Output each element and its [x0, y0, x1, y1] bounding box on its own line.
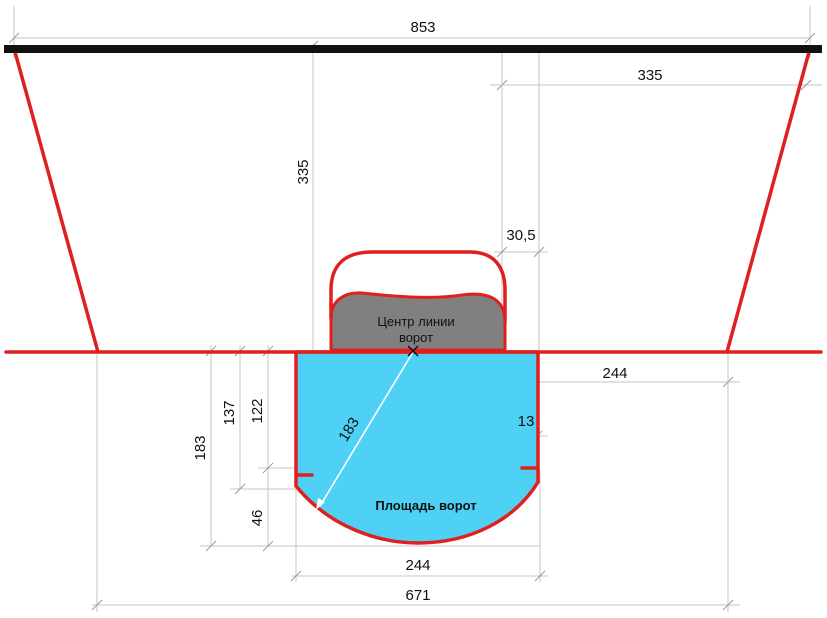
dim-335-right-label: 335	[637, 67, 662, 84]
dim-122-label: 122	[249, 398, 266, 423]
dim-853-label: 853	[410, 19, 435, 36]
left-side-line	[13, 50, 100, 354]
dim-244-right-label: 244	[602, 365, 627, 382]
dim-244-bottom-label: 244	[405, 557, 430, 574]
goal-net	[329, 291, 507, 352]
radius-arrow	[316, 351, 414, 510]
dim-30-5-label: 30,5	[506, 227, 535, 244]
goal-center-label-line2: ворот	[399, 330, 433, 345]
goal-center-mark	[407, 345, 419, 357]
dim-335-vertical-label: 335	[295, 159, 312, 184]
goal-crease	[294, 350, 540, 545]
goal-frame	[329, 250, 507, 324]
right-side-line	[725, 50, 811, 354]
dim-137-label: 137	[221, 400, 238, 425]
dimension-lines	[8, 6, 822, 612]
dim-13-label: 13	[518, 413, 535, 430]
dim-183-depth-label: 183	[192, 435, 209, 460]
goal-crease-label: Площадь ворот	[375, 498, 476, 513]
goal-center-label-line1: Центр линии	[377, 314, 454, 329]
dim-46-label: 46	[249, 510, 266, 527]
dim-671-label: 671	[405, 587, 430, 604]
